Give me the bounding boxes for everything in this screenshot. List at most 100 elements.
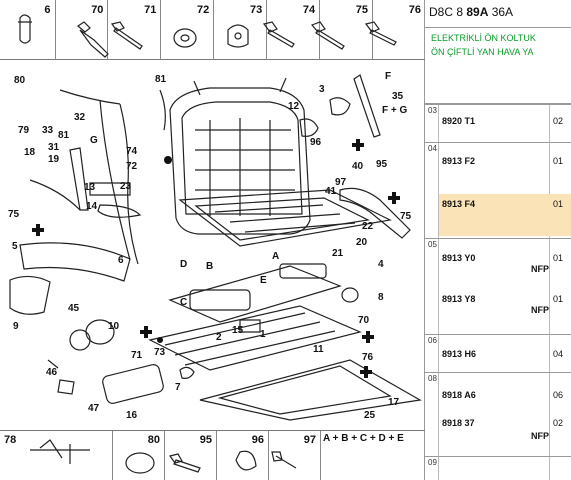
label-76[interactable]: 76 <box>362 352 374 363</box>
bottom-callout-strip: 78 80 95 96 97 A + B + C + D + E <box>0 430 425 480</box>
label-79[interactable]: 79 <box>18 125 30 136</box>
callout-box-97[interactable]: 97 <box>268 431 320 480</box>
label-G[interactable]: G <box>90 135 98 146</box>
label-E[interactable]: E <box>260 275 267 286</box>
label-73[interactable]: 73 <box>154 347 166 358</box>
label-2[interactable]: 2 <box>216 332 222 343</box>
label-16[interactable]: 16 <box>126 410 138 421</box>
label-40[interactable]: 40 <box>352 161 364 172</box>
label-41[interactable]: 41 <box>325 186 337 197</box>
label-72[interactable]: 72 <box>126 161 138 172</box>
part-8 <box>341 287 359 303</box>
label-71[interactable]: 71 <box>131 350 143 361</box>
part-quantity: 01 <box>553 294 564 304</box>
group-number: 05 <box>428 240 437 249</box>
label-B[interactable]: B <box>206 261 214 272</box>
label-96[interactable]: 96 <box>310 137 322 148</box>
label-25[interactable]: 25 <box>364 410 376 421</box>
label-21[interactable]: 21 <box>332 248 344 259</box>
label-32[interactable]: 32 <box>74 112 86 123</box>
label-75b[interactable]: 75 <box>400 211 412 222</box>
callout-box-95[interactable]: 95 <box>164 431 216 480</box>
callout-box-78[interactable]: 78 <box>0 431 112 480</box>
label-45[interactable]: 45 <box>68 303 80 314</box>
label-35[interactable]: 35 <box>392 91 404 102</box>
label-1[interactable]: 1 <box>260 329 266 340</box>
part-reference: 8913 H6 <box>442 349 477 359</box>
label-47[interactable]: 47 <box>88 403 100 414</box>
nfp-flag: NFP <box>531 431 549 441</box>
part-quantity: 01 <box>553 156 564 166</box>
label-19[interactable]: 19 <box>48 154 60 165</box>
label-74[interactable]: 74 <box>126 146 138 157</box>
group-number: 04 <box>428 144 437 153</box>
label-81b[interactable]: 81 <box>155 74 167 85</box>
part-reference: 8918 37 <box>442 418 475 428</box>
callout-number: 73 <box>249 4 263 16</box>
label-15[interactable]: 15 <box>232 325 244 336</box>
label-80[interactable]: 80 <box>14 75 26 86</box>
label-70[interactable]: 70 <box>358 315 370 326</box>
part-13 <box>89 182 131 196</box>
callout-box-72[interactable]: 72 <box>160 0 213 60</box>
label-A[interactable]: A <box>272 251 280 262</box>
label-5[interactable]: 5 <box>12 241 18 252</box>
label-9[interactable]: 9 <box>13 321 19 332</box>
seat-line-art <box>9 14 422 474</box>
part-97-icon <box>271 451 297 469</box>
label-22[interactable]: 22 <box>362 221 374 232</box>
part-quantity: 04 <box>553 349 564 359</box>
label-20[interactable]: 20 <box>356 237 368 248</box>
part-73 <box>179 366 195 379</box>
label-75a[interactable]: 75 <box>8 209 20 220</box>
label-10[interactable]: 10 <box>108 321 120 332</box>
callout-box-80[interactable]: 80 <box>112 431 164 480</box>
label-46[interactable]: 46 <box>46 367 58 378</box>
part-reference: 8918 A6 <box>442 390 476 400</box>
label-97[interactable]: 97 <box>335 177 347 188</box>
label-33[interactable]: 33 <box>42 125 54 136</box>
part-reference: 8913 Y0 <box>442 253 476 263</box>
panel-description: ELEKTRİKLİ ÖN KOLTUK ÖN ÇİFTLİ YAN HAVA … <box>425 28 571 104</box>
side-trim-panel <box>339 187 411 239</box>
label-4[interactable]: 4 <box>378 259 384 270</box>
label-18[interactable]: 18 <box>24 147 36 158</box>
callout-number: A + B + C + D + E <box>323 433 404 444</box>
label-6[interactable]: 6 <box>118 255 124 266</box>
label-D[interactable]: D <box>180 259 188 270</box>
label-12[interactable]: 12 <box>288 101 300 112</box>
callout-number: 6 <box>44 4 51 16</box>
label-C[interactable]: C <box>180 297 188 308</box>
label-F[interactable]: F <box>385 71 392 82</box>
label-81[interactable]: 81 <box>58 130 70 141</box>
callout-box-73[interactable]: 73 <box>213 0 266 60</box>
parts-reference-panel: D8C 8 89A 36A ELEKTRİKLİ ÖN KOLTUK ÖN Çİ… <box>425 0 571 480</box>
label-7[interactable]: 7 <box>175 382 181 393</box>
label-11[interactable]: 11 <box>313 344 324 355</box>
label-23[interactable]: 23 <box>120 181 132 192</box>
callout-box-6[interactable]: 6 <box>0 0 55 60</box>
label-F-plus-G[interactable]: F + G <box>382 105 408 116</box>
callout-box-70[interactable]: 70 <box>54 0 108 60</box>
callout-box-74[interactable]: 74 <box>266 0 319 60</box>
front-shield <box>19 242 131 282</box>
seat-cushion-frame <box>178 189 392 247</box>
label-14[interactable]: 14 <box>86 201 98 212</box>
callout-box-71[interactable]: 71 <box>107 0 160 60</box>
label-31[interactable]: 31 <box>48 142 60 153</box>
marker-dot-72 <box>164 156 172 164</box>
callout-box-75[interactable]: 75 <box>319 0 372 60</box>
label-17[interactable]: 17 <box>388 397 400 408</box>
part-reference: 8920 T1 <box>442 116 476 126</box>
label-8[interactable]: 8 <box>378 292 384 303</box>
label-13[interactable]: 13 <box>84 182 96 193</box>
label-3[interactable]: 3 <box>319 84 325 95</box>
nfp-flag: NFP <box>531 264 549 274</box>
group-number: 09 <box>428 458 437 467</box>
group-06: 06 <box>425 334 571 372</box>
label-95[interactable]: 95 <box>376 159 388 170</box>
selected-row-highlight <box>439 194 571 236</box>
callout-box-assembly[interactable]: A + B + C + D + E <box>320 431 425 480</box>
screw-part-icon-3 <box>310 21 345 50</box>
callout-box-96[interactable]: 96 <box>216 431 268 480</box>
